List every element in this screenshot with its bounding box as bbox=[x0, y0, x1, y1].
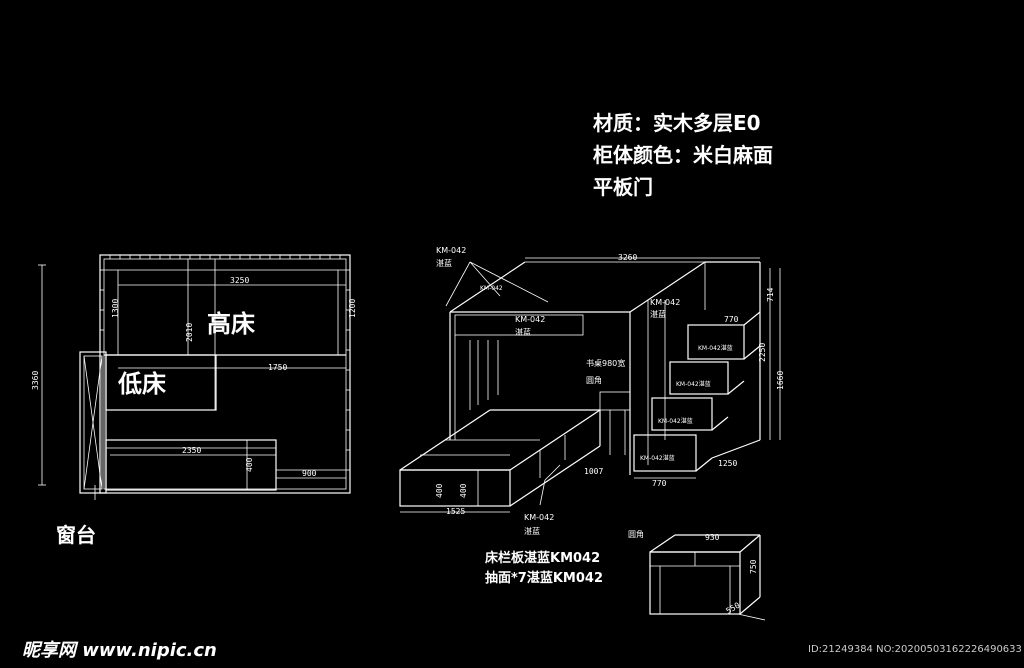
iso-dim-1250: 1250 bbox=[718, 459, 737, 468]
plan-dim-2010: 2010 bbox=[185, 323, 194, 342]
iso-dim-770: 770 bbox=[724, 315, 739, 324]
plan-dim-3360: 3360 bbox=[31, 371, 40, 390]
iso-km-small: KM-042 bbox=[480, 285, 503, 292]
window-sill-label: 窗台 bbox=[56, 523, 96, 547]
stair-label-4: KM-042湛蓝 bbox=[640, 454, 675, 462]
spec-material: 材质：实木多层E0 bbox=[593, 111, 761, 135]
desk-detail: 圆角 930 750 550 bbox=[628, 529, 766, 621]
plan-dim-1200: 1200 bbox=[348, 299, 357, 318]
iso-km-top: KM-042 bbox=[436, 246, 466, 255]
iso-dim-2250: 2250 bbox=[758, 343, 767, 362]
iso-km-mid-color: 湛蓝 bbox=[515, 327, 531, 337]
iso-km-top-color: 湛蓝 bbox=[436, 258, 452, 268]
iso-km-bottom: KM-042 bbox=[524, 513, 554, 522]
desk-corner-label: 圆角 bbox=[628, 529, 644, 539]
plan-dim-2350: 2350 bbox=[182, 446, 201, 455]
iso-dim-1660: 1660 bbox=[776, 371, 785, 390]
iso-dim-770b: 770 bbox=[652, 479, 667, 488]
iso-view: 3260 KM-042 湛蓝 KM-042 湛蓝 KM-042 湛蓝 KM-04… bbox=[399, 246, 785, 586]
iso-note-1: 床栏板湛蓝KM042 bbox=[485, 550, 600, 566]
iso-km-right-color: 湛蓝 bbox=[650, 309, 666, 319]
low-bed-label: 低床 bbox=[117, 370, 166, 398]
iso-corner-label: 圆角 bbox=[586, 375, 602, 385]
plan-dim-1300: 1300 bbox=[111, 299, 120, 318]
iso-dim-3260: 3260 bbox=[618, 253, 637, 262]
desk-dim-750: 750 bbox=[749, 559, 758, 574]
iso-dim-400b: 400 bbox=[459, 483, 468, 498]
iso-km-right: KM-042 bbox=[650, 298, 680, 307]
plan-view: 3250 1300 2010 1750 1200 3360 2350 400 9… bbox=[31, 254, 357, 547]
watermark-id: ID:21249384 NO:20200503162226490633 bbox=[808, 644, 1022, 655]
stair-label-3: KM-042湛蓝 bbox=[658, 417, 693, 425]
stair-label-2: KM-042湛蓝 bbox=[676, 380, 711, 388]
iso-dim-714: 714 bbox=[766, 287, 775, 302]
stair-label-1: KM-042湛蓝 bbox=[698, 344, 733, 352]
desk-dim-930: 930 bbox=[705, 533, 720, 542]
plan-dim-400: 400 bbox=[245, 457, 254, 472]
iso-note-2: 抽面*7湛蓝KM042 bbox=[485, 570, 603, 586]
iso-desk-label: 书桌980宽 bbox=[586, 358, 625, 368]
plan-dim-1750: 1750 bbox=[268, 363, 287, 372]
iso-km-bottom-color: 湛蓝 bbox=[524, 526, 540, 536]
plan-dim-3250: 3250 bbox=[230, 276, 249, 285]
spec-door: 平板门 bbox=[593, 175, 653, 199]
spec-color: 柜体颜色：米白麻面 bbox=[593, 143, 773, 167]
iso-dim-400a: 400 bbox=[435, 483, 444, 498]
plan-dim-900: 900 bbox=[302, 469, 317, 478]
watermark-logo: 昵享网 www.nipic.cn bbox=[22, 640, 217, 661]
iso-km-mid: KM-042 bbox=[515, 315, 545, 324]
high-bed-label: 高床 bbox=[207, 310, 255, 338]
iso-dim-1007: 1007 bbox=[584, 467, 603, 476]
iso-dim-1525: 1525 bbox=[446, 507, 465, 516]
